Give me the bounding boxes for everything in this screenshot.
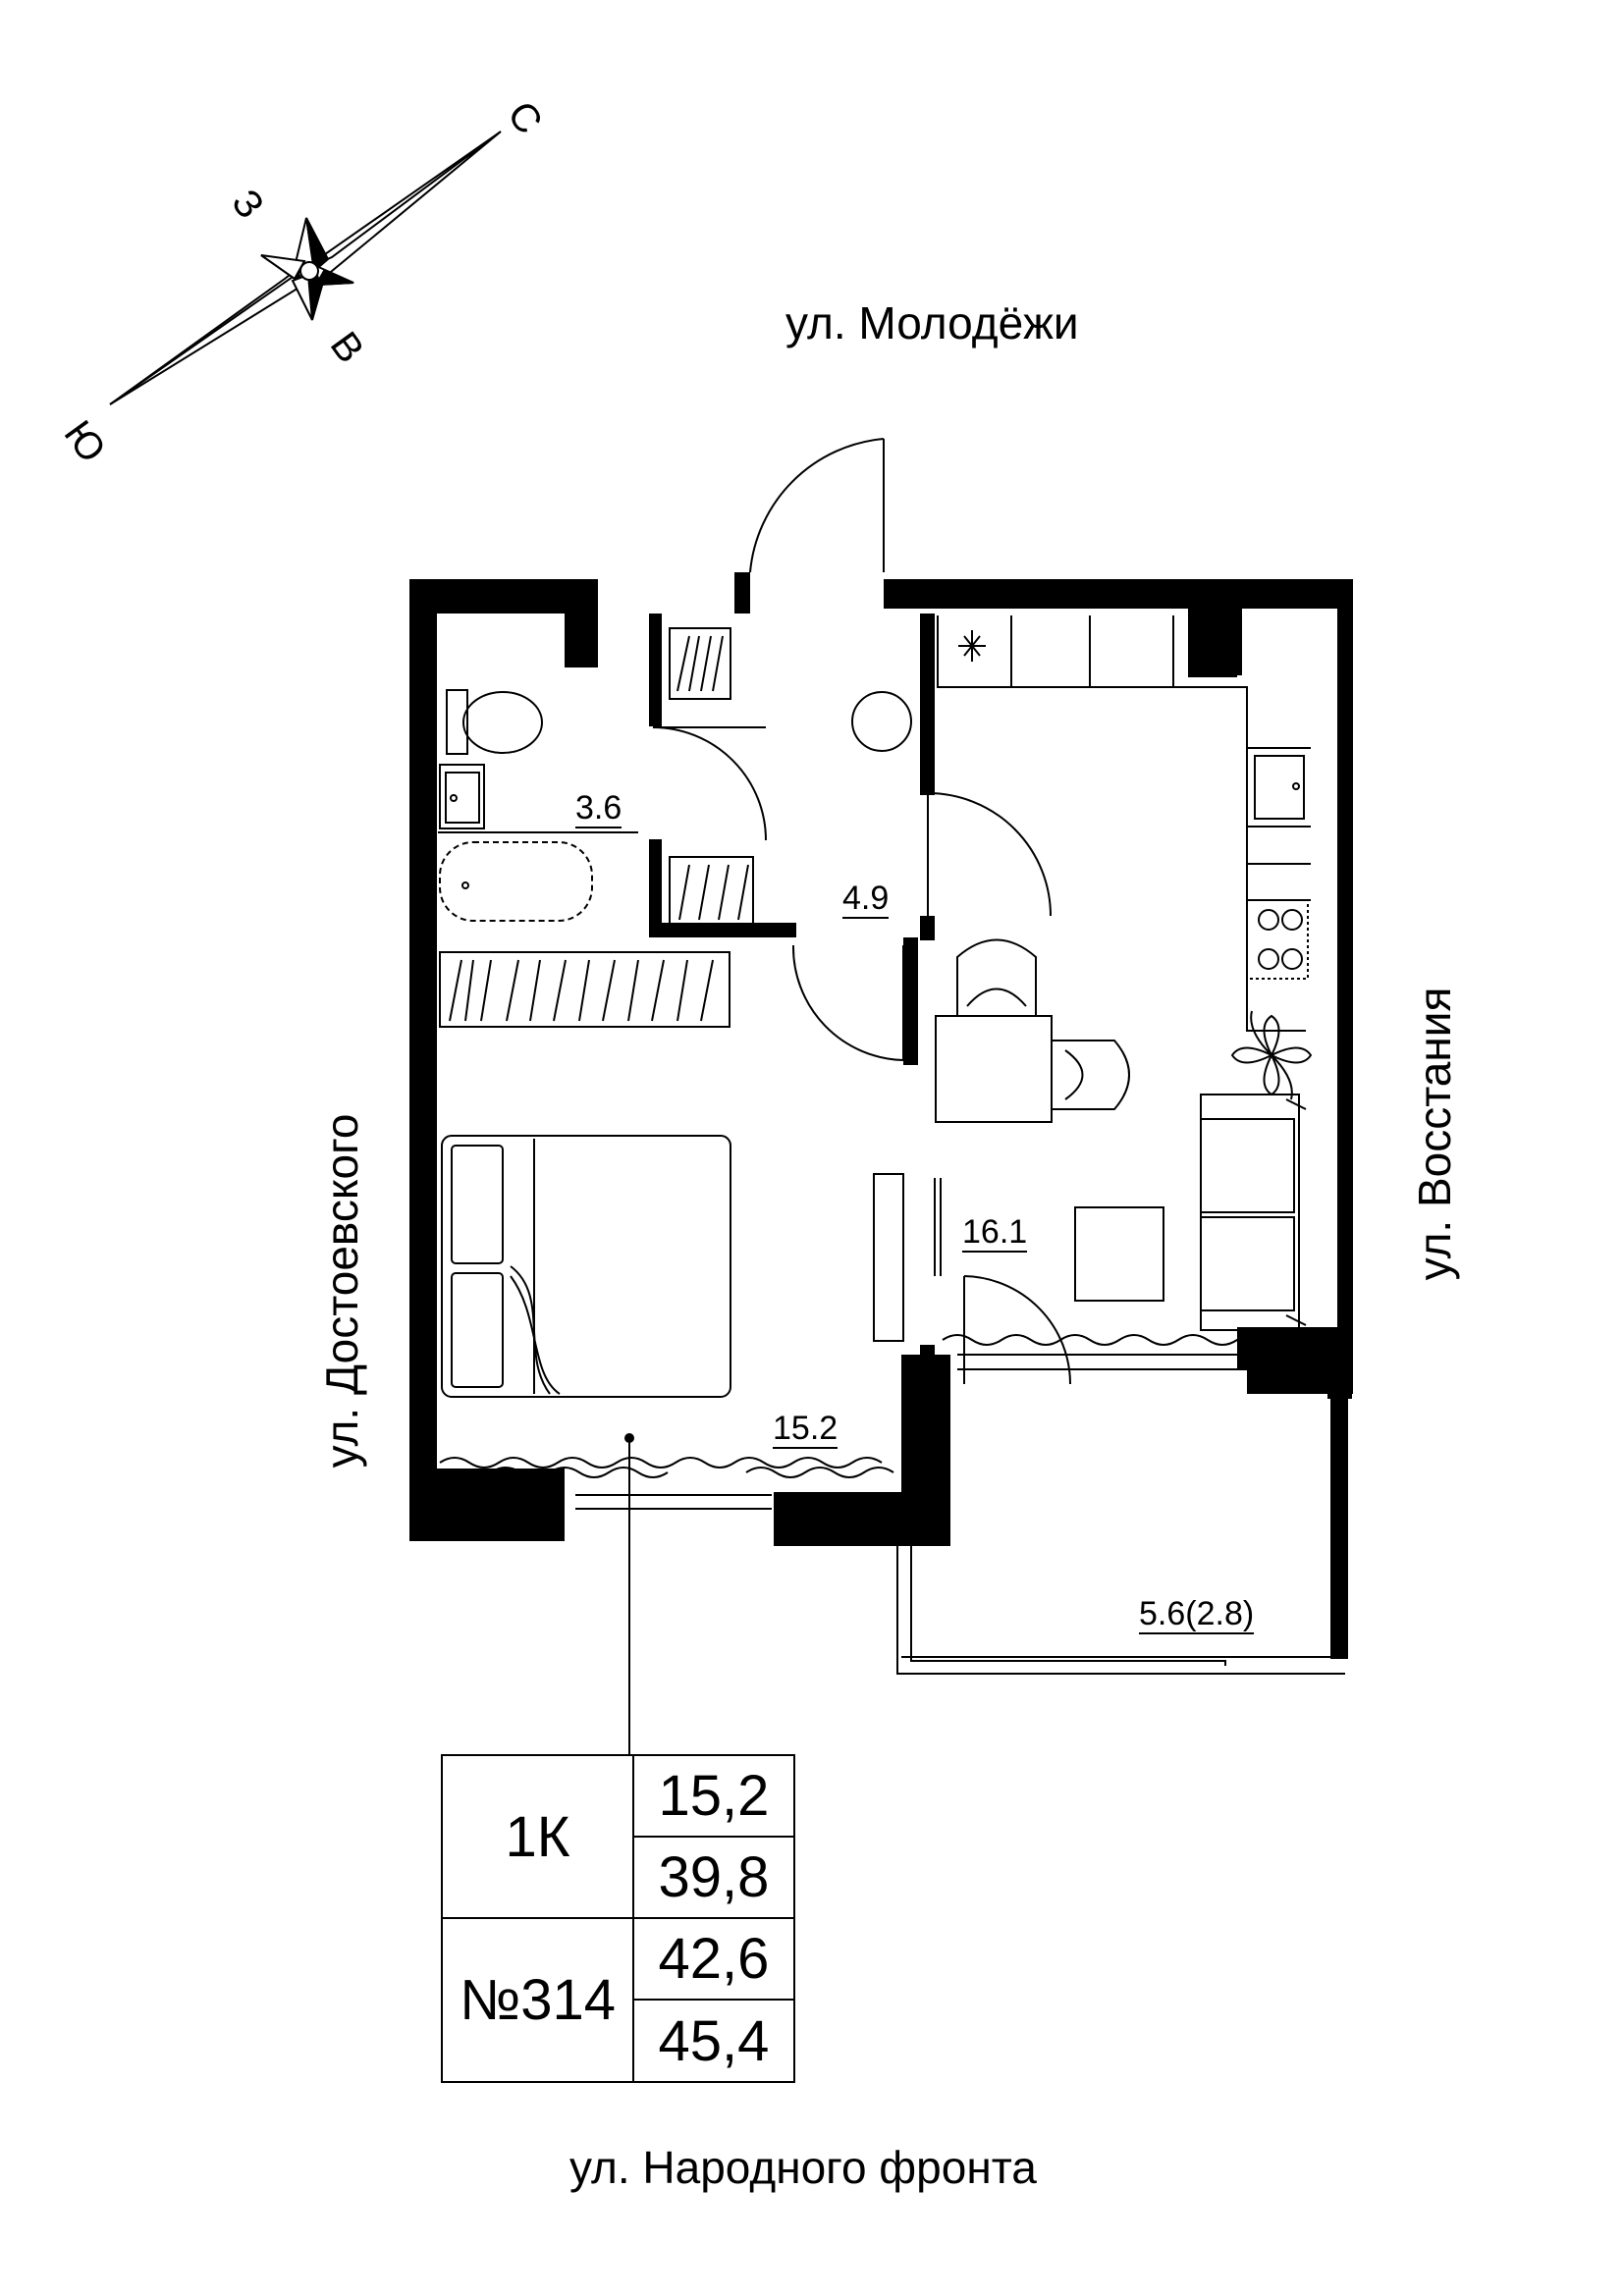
street-left-label: ул. Достоевского	[316, 1113, 367, 1468]
dining-table-icon	[935, 938, 1130, 1123]
apartment-info-table: 1К №314 15,2 39,8 42,6 45,4	[441, 1754, 795, 2083]
street-right-label: ул. Восстания	[1409, 987, 1460, 1281]
bed-icon	[441, 1135, 731, 1398]
apartment-number: №314	[443, 1919, 634, 2081]
room-area-kitchen: 16.1	[962, 1213, 1028, 1253]
apartment-type: 1К	[443, 1756, 634, 1919]
street-top-label: ул. Молодёжи	[785, 297, 1079, 348]
kitchen-counter-icon	[937, 615, 1311, 1032]
wardrobe-icon	[669, 856, 754, 929]
room-area-hallway: 4.9	[842, 880, 890, 919]
toilet-icon	[446, 689, 543, 755]
living-area-value: 15,2	[634, 1756, 793, 1838]
wardrobe-icon	[439, 951, 730, 1028]
plant-icon	[1230, 1010, 1313, 1100]
sink-icon	[439, 764, 485, 829]
room-area-bedroom: 15.2	[773, 1410, 839, 1449]
sofa-icon	[1200, 1094, 1307, 1331]
room-area-bathroom: 3.6	[575, 789, 622, 828]
room-marker-dot	[624, 1433, 634, 1443]
area-reduced-value: 42,6	[634, 1919, 793, 2001]
area-full-value: 45,4	[658, 2008, 770, 2073]
wardrobe-icon	[669, 627, 731, 700]
room-area-balcony: 5.6(2.8)	[1139, 1595, 1255, 1634]
compass-rose-icon	[109, 131, 502, 405]
bathtub-icon	[439, 841, 593, 922]
street-bottom-label: ул. Народного фронта	[569, 2142, 1037, 2193]
walls	[409, 572, 1353, 1659]
total-area-value: 39,8	[634, 1838, 793, 1919]
fridge-icon	[958, 630, 986, 662]
